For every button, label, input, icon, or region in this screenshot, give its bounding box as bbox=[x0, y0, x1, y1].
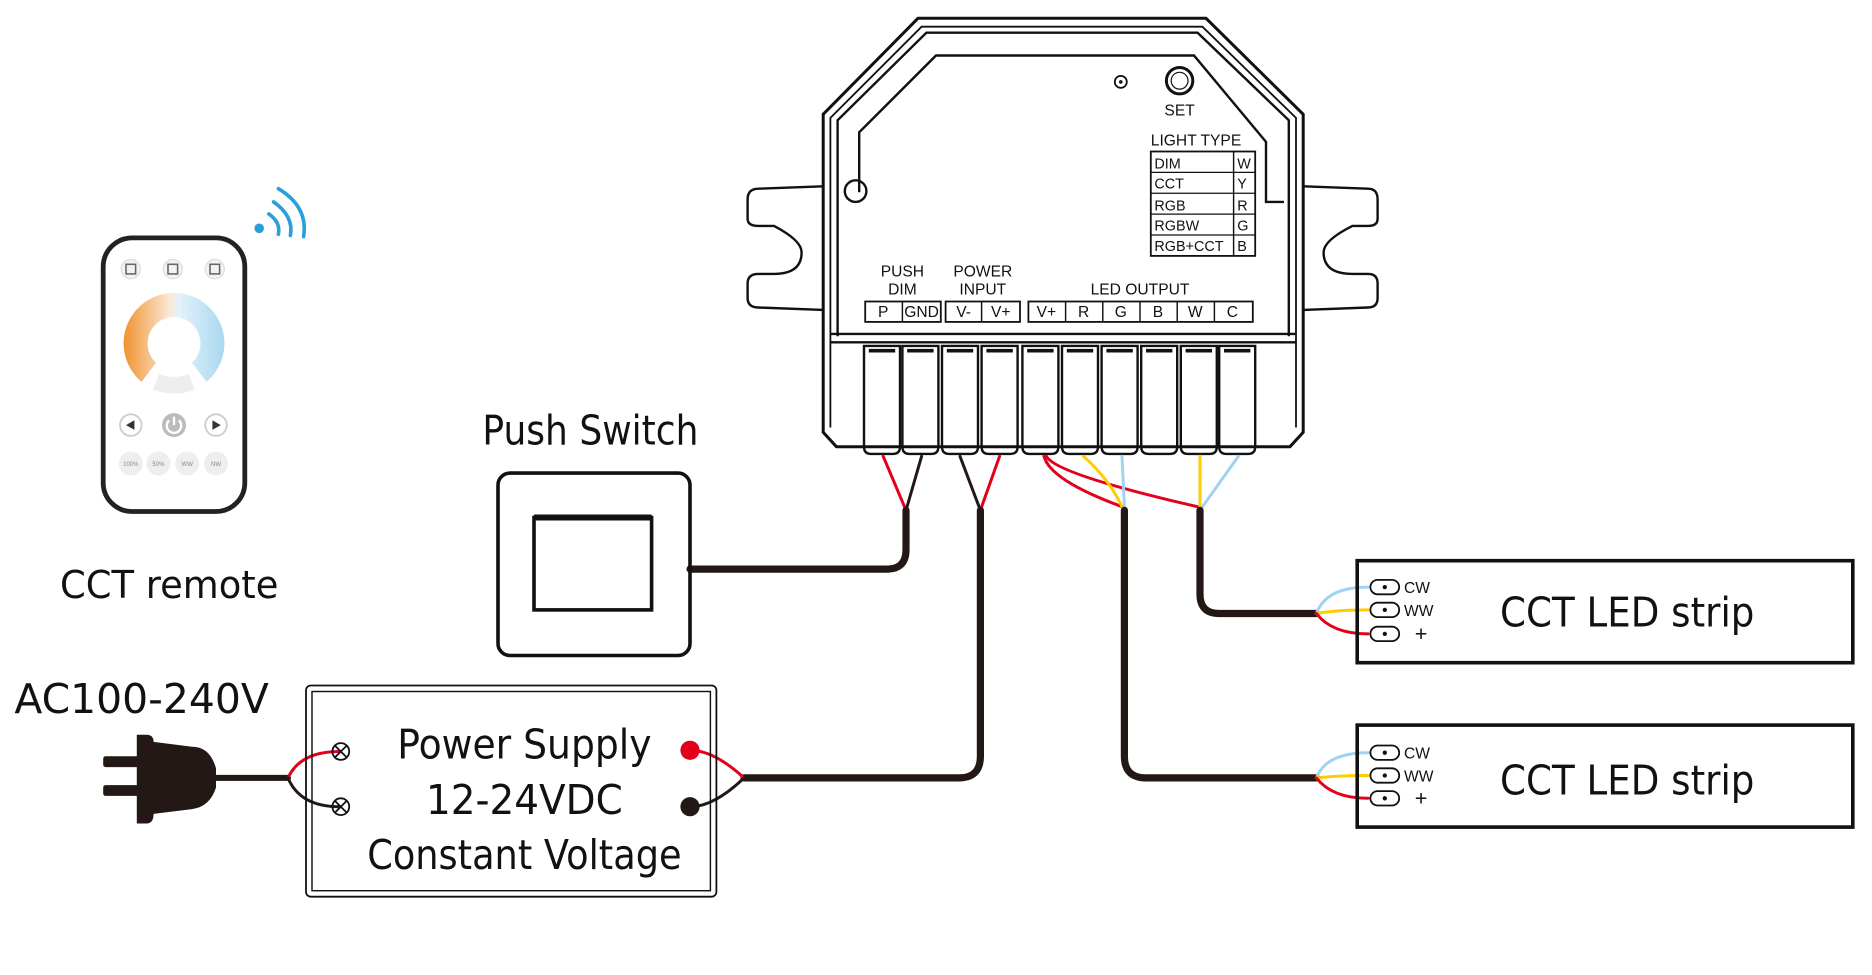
remote-button-label: 100% bbox=[123, 462, 139, 468]
terminal-labels: P GND V- V+ V+ R G B W C bbox=[864, 300, 1254, 323]
remote-button-label: 50% bbox=[152, 462, 165, 468]
strip-label: CCT LED strip bbox=[1500, 757, 1754, 805]
memory-button-icon bbox=[204, 258, 225, 280]
positive-output-terminal bbox=[680, 740, 700, 760]
power-input-label: INPUT bbox=[959, 281, 1006, 298]
negative-output-terminal bbox=[680, 797, 700, 817]
light-type-title: LIGHT TYPE bbox=[1151, 133, 1241, 150]
psu-type: Constant Voltage bbox=[367, 831, 681, 879]
memory-button-icon bbox=[162, 258, 183, 280]
remote-button-label: WW bbox=[182, 462, 194, 468]
terminal-label: P bbox=[878, 304, 888, 321]
pin-label: + bbox=[1415, 621, 1428, 646]
wireless-signal-icon bbox=[254, 186, 307, 239]
push-dim-label: DIM bbox=[888, 281, 917, 298]
mains-voltage-label: AC100-240V bbox=[14, 675, 268, 723]
screw-terminal bbox=[980, 344, 1019, 456]
screw-terminal bbox=[1140, 344, 1179, 456]
terminal-label: B bbox=[1153, 304, 1163, 321]
light-type-code: Y bbox=[1237, 177, 1247, 193]
power-supply: Power Supply 12-24VDC Constant Voltage bbox=[305, 684, 718, 898]
status-led-icon bbox=[1113, 74, 1128, 89]
led-strip-2: CW WW + CCT LED strip bbox=[1355, 723, 1855, 829]
light-type-code: B bbox=[1237, 239, 1247, 255]
terminal-label: R bbox=[1078, 304, 1089, 321]
screw-terminal bbox=[1179, 344, 1218, 456]
push-dim-label: PUSH bbox=[881, 263, 924, 280]
pin-label: + bbox=[1415, 786, 1428, 811]
psu-title: Power Supply bbox=[397, 721, 651, 769]
terminal-label: GND bbox=[904, 304, 939, 321]
light-type-code: R bbox=[1237, 198, 1247, 214]
light-type-name: DIM bbox=[1154, 156, 1180, 172]
memory-button-icon bbox=[120, 258, 141, 280]
wires bbox=[213, 454, 1370, 809]
controller: SET LIGHT TYPE DIM W CCT Y RGB R RGBW G … bbox=[746, 16, 1379, 456]
push-switch: Push Switch bbox=[482, 406, 698, 658]
terminal-label: W bbox=[1188, 304, 1203, 321]
terminal-label: C bbox=[1227, 304, 1238, 321]
left-mounting-ear bbox=[746, 185, 824, 312]
remote-label: CCT remote bbox=[60, 563, 278, 608]
screw-terminal bbox=[901, 344, 940, 456]
cct-remote: 100% 50% WW NW CCT remote bbox=[60, 186, 307, 608]
light-type-code: W bbox=[1237, 156, 1251, 172]
pin-label: CW bbox=[1404, 746, 1430, 763]
screw-terminal-icon bbox=[331, 742, 351, 816]
pin-label: WW bbox=[1404, 603, 1434, 620]
power-input-label: POWER bbox=[953, 263, 1012, 280]
terminal-label: V+ bbox=[1037, 304, 1057, 321]
remote-button-label: NW bbox=[211, 462, 221, 468]
push-switch-label: Push Switch bbox=[482, 406, 698, 454]
light-type-table: DIM W CCT Y RGB R RGBW G RGB+CCT B bbox=[1149, 150, 1257, 257]
screw-terminal bbox=[940, 344, 980, 456]
pin-label: CW bbox=[1404, 580, 1430, 597]
strip1-cable bbox=[1196, 506, 1320, 618]
terminal-label: G bbox=[1115, 304, 1127, 321]
screw-terminal bbox=[862, 344, 902, 456]
terminal-label: V- bbox=[956, 304, 971, 321]
power-cable bbox=[740, 506, 984, 782]
push-switch-cable bbox=[686, 506, 910, 573]
set-button[interactable] bbox=[1164, 65, 1195, 96]
light-type-name: RGBW bbox=[1154, 219, 1199, 235]
terminal-block bbox=[862, 344, 1257, 456]
strip-label: CCT LED strip bbox=[1500, 589, 1754, 637]
led-strip-1: CW WW + CCT LED strip bbox=[1355, 558, 1855, 665]
screw-terminal bbox=[1218, 344, 1257, 456]
light-type-name: RGB bbox=[1154, 198, 1185, 214]
color-temperature-wheel bbox=[123, 292, 225, 382]
mains-plug-icon bbox=[103, 734, 216, 824]
right-mounting-ear bbox=[1303, 185, 1379, 312]
light-type-name: RGB+CCT bbox=[1154, 239, 1223, 255]
screw-terminal bbox=[1021, 344, 1060, 456]
terminal-label: V+ bbox=[991, 304, 1011, 321]
light-type-code: G bbox=[1237, 219, 1248, 235]
psu-voltage: 12-24VDC bbox=[426, 776, 623, 824]
led-output-label: LED OUTPUT bbox=[1091, 281, 1190, 298]
screw-terminal bbox=[1060, 344, 1100, 456]
light-type-name: CCT bbox=[1154, 177, 1184, 193]
set-label: SET bbox=[1164, 103, 1195, 120]
strip2-cable bbox=[1120, 506, 1320, 782]
pin-label: WW bbox=[1404, 769, 1434, 786]
screw-terminal bbox=[1100, 344, 1139, 456]
